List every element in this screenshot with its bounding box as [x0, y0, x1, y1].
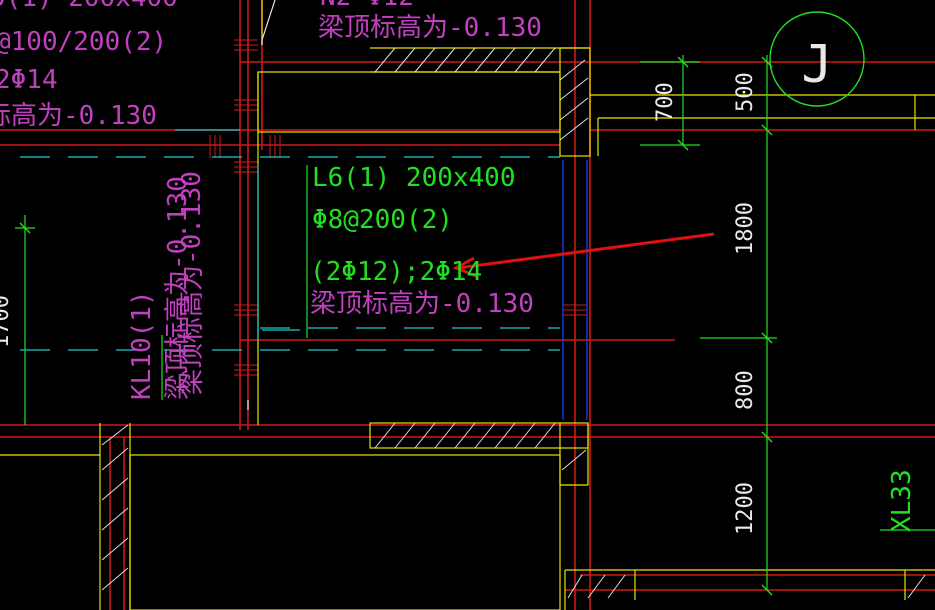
wall-hatching	[101, 47, 926, 599]
l6-elevation: 梁顶标高为-0.130	[310, 289, 534, 319]
dim-500: 500	[733, 72, 758, 112]
dim-1800: 1800	[733, 202, 758, 255]
top-mid-label-2: 梁顶标高为-0.130	[318, 13, 542, 43]
rebar-ticks	[209, 39, 587, 376]
top-left-label-3: 2Φ14	[0, 65, 58, 95]
dim-700: 700	[653, 82, 678, 122]
l6-bars: (2Φ12);2Φ14	[310, 257, 482, 287]
dim-left: 1700	[0, 295, 14, 348]
dimension-labels: 700 500 1800 800 1200 1700	[0, 72, 758, 535]
white-lines	[247, 0, 276, 410]
dimension-lines	[15, 55, 935, 590]
grid-axis-label: J	[801, 35, 832, 95]
xl-beam-name: XL33	[887, 469, 917, 532]
top-left-label-2: @100/200(2)	[0, 27, 167, 57]
top-left-label-1: 5(1) 200x400	[0, 0, 178, 13]
top-left-label-4: 标高为-0.130	[0, 101, 157, 131]
kl-beam-name: KL10(1)	[127, 290, 157, 400]
kl-elevation-vertical-2: 梁顶标高为-0.130	[163, 176, 193, 400]
blue-lines	[562, 160, 588, 420]
leader-arrow	[452, 232, 715, 278]
kl-elevation-vertical: 梁顶标高为-0.130	[177, 171, 207, 395]
cyan-solid-lines	[175, 129, 300, 340]
l6-stirrup: Φ8@200(2)	[312, 205, 453, 235]
l6-beam-name: L6(1) 200x400	[312, 163, 516, 193]
dim-1200: 1200	[733, 482, 758, 535]
top-mid-label-1: N2 Φ12	[320, 0, 414, 12]
cyan-dashed-lines	[20, 156, 560, 351]
annotations: 5(1) 200x400 @100/200(2) 2Φ14 标高为-0.130 …	[0, 0, 917, 532]
grid-axis-bubble: J	[769, 11, 865, 107]
dim-800: 800	[733, 370, 758, 410]
